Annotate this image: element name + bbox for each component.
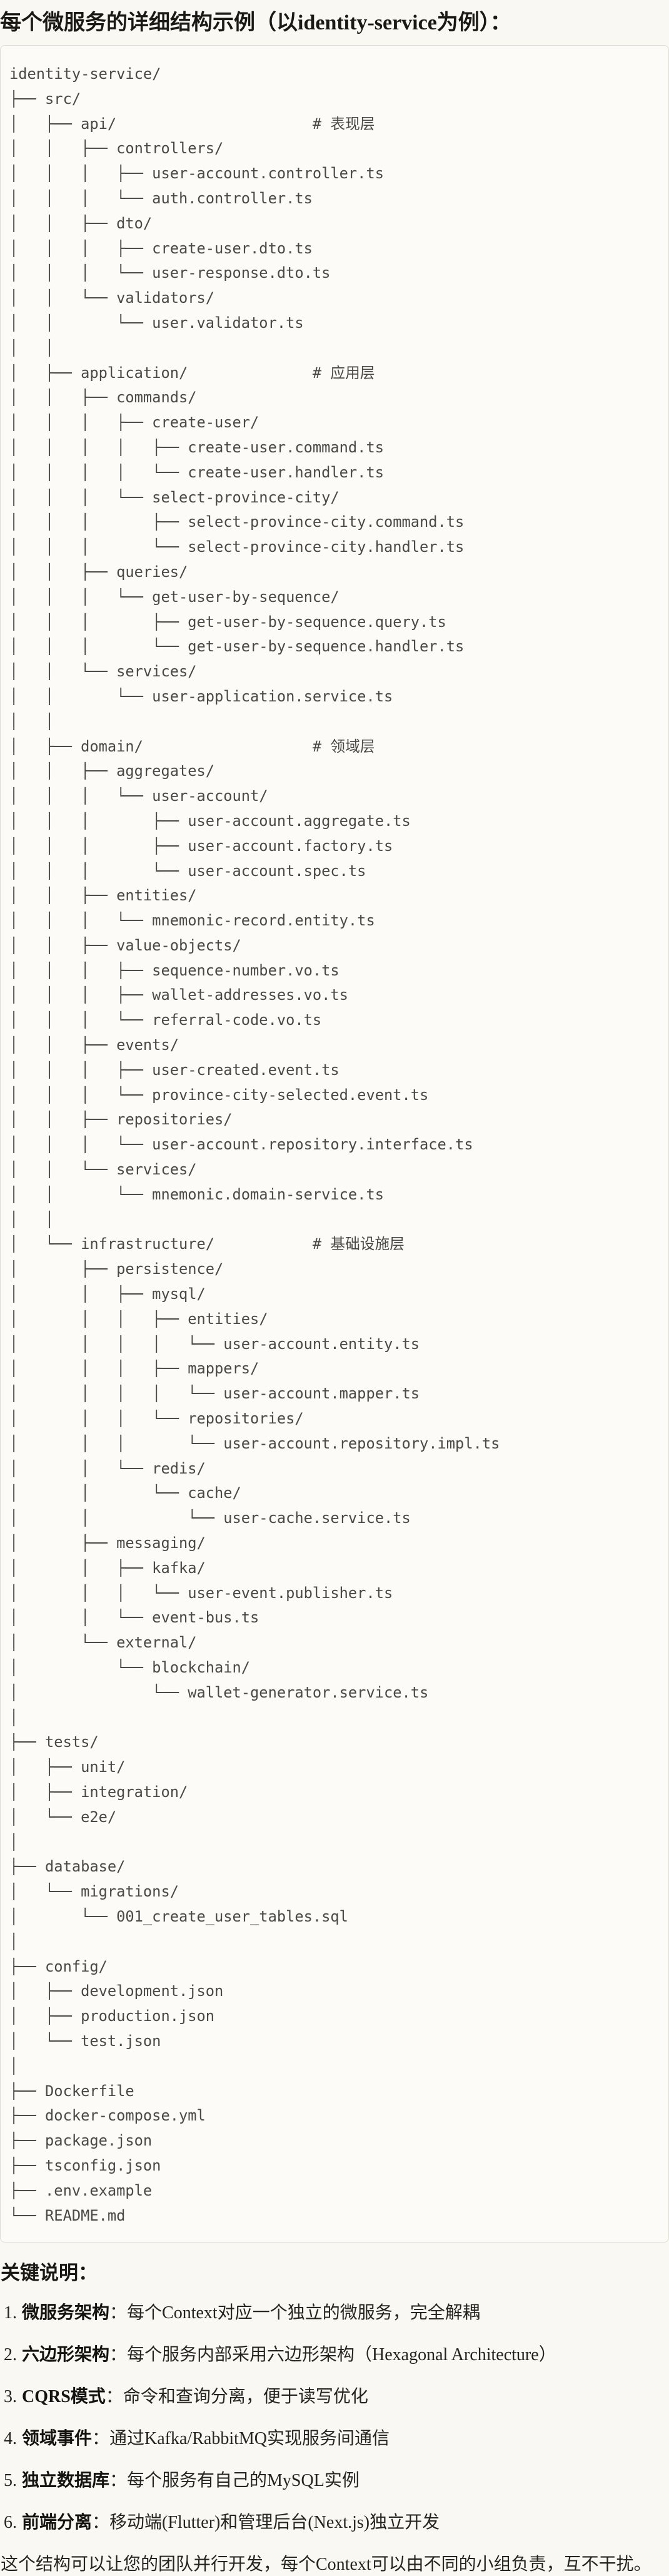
note-number: 5. bbox=[4, 2471, 17, 2491]
note-desc: 每个服务内部采用六边形架构（Hexagonal Architecture） bbox=[127, 2345, 556, 2365]
note-item: 5.独立数据库：每个服务有自己的MySQL实例 bbox=[4, 2468, 669, 2493]
footer-note: 这个结构可以让您的团队并行开发，每个Context可以由不同的小组负责，互不干扰… bbox=[1, 2555, 651, 2575]
note-item: 6.前端分离：移动端(Flutter)和管理后台(Next.js)独立开发 bbox=[4, 2510, 669, 2535]
note-term: 领域事件 bbox=[22, 2429, 93, 2449]
note-colon: ： bbox=[105, 2387, 123, 2407]
notes-list: 1.微服务架构：每个Context对应一个独立的微服务，完全解耦 2.六边形架构… bbox=[0, 2301, 669, 2535]
directory-tree: identity-service/ ├── src/ │ ├── api/ # … bbox=[9, 65, 500, 2224]
note-term: 六边形架构 bbox=[22, 2345, 110, 2365]
note-colon: ： bbox=[92, 2513, 110, 2533]
note-desc: 移动端(Flutter)和管理后台(Next.js)独立开发 bbox=[109, 2513, 440, 2533]
note-desc: 每个服务有自己的MySQL实例 bbox=[127, 2471, 360, 2491]
page-title: 每个微服务的详细结构示例（以identity-service为例）： bbox=[0, 11, 511, 34]
note-item: 1.微服务架构：每个Context对应一个独立的微服务，完全解耦 bbox=[4, 2301, 669, 2325]
notes-title: 关键说明： bbox=[1, 2262, 98, 2284]
note-number: 2. bbox=[4, 2345, 17, 2365]
note-item: 4.领域事件：通过Kafka/RabbitMQ实现服务间通信 bbox=[4, 2426, 669, 2451]
note-number: 4. bbox=[4, 2429, 17, 2449]
note-item: 3.CQRS模式：命令和查询分离，便于读写优化 bbox=[4, 2385, 669, 2409]
note-desc: 每个Context对应一个独立的微服务，完全解耦 bbox=[127, 2303, 480, 2323]
note-number: 3. bbox=[4, 2387, 17, 2407]
note-term: 微服务架构 bbox=[22, 2303, 110, 2323]
note-number: 6. bbox=[4, 2513, 17, 2533]
note-term: CQRS模式 bbox=[22, 2387, 106, 2407]
note-term: 前端分离 bbox=[22, 2513, 93, 2533]
note-term: 独立数据库 bbox=[22, 2471, 110, 2491]
document: 每个微服务的详细结构示例（以identity-service为例）： ident… bbox=[0, 10, 669, 2576]
code-block: identity-service/ ├── src/ │ ├── api/ # … bbox=[0, 45, 669, 2243]
note-item: 2.六边形架构：每个服务内部采用六边形架构（Hexagonal Architec… bbox=[4, 2343, 669, 2367]
note-colon: ： bbox=[109, 2345, 128, 2365]
note-desc: 命令和查询分离，便于读写优化 bbox=[123, 2387, 368, 2407]
note-colon: ： bbox=[109, 2471, 128, 2491]
note-colon: ： bbox=[92, 2429, 110, 2449]
note-colon: ： bbox=[109, 2303, 128, 2323]
note-number: 1. bbox=[4, 2303, 17, 2323]
note-desc: 通过Kafka/RabbitMQ实现服务间通信 bbox=[109, 2429, 390, 2449]
